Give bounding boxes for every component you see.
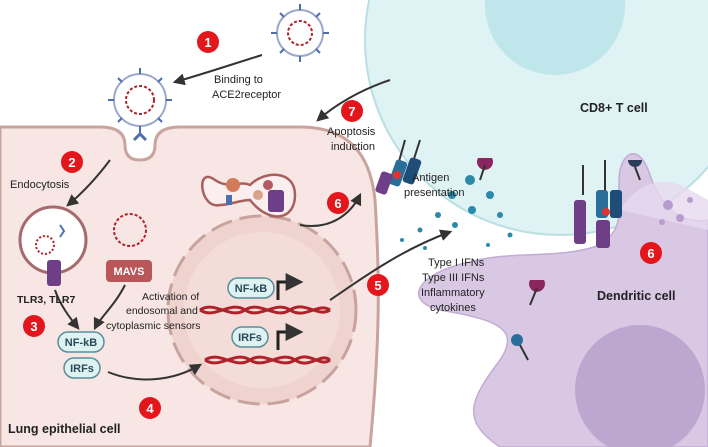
svg-text:NF-kB: NF-kB	[65, 337, 97, 349]
step-badge-1: 1	[197, 31, 219, 53]
mavs-box: MAVS	[106, 260, 152, 282]
label-cytokines-1: Type I IFNs	[428, 257, 485, 269]
lung-epithelial-cell	[0, 125, 380, 447]
label-cytokines-4: cytokines	[430, 302, 476, 314]
transcription-arrows	[276, 273, 304, 350]
svg-text:MAVS: MAVS	[114, 266, 145, 278]
tlr-receptor	[47, 260, 61, 286]
flow-arrows	[54, 54, 453, 381]
costimulatory-molecules	[477, 158, 642, 361]
step-badge-6-right: 6	[640, 242, 662, 264]
label-endocytosis: Endocytosis	[10, 179, 70, 191]
svg-text:4: 4	[146, 401, 154, 416]
cytokine-dots	[400, 175, 513, 250]
tcr-mhc-complex-left	[375, 139, 422, 195]
dendritic-cell	[418, 153, 708, 447]
irfs-pill-nucleus: IRFs	[231, 326, 269, 348]
irfs-pill-left: IRFs	[63, 357, 101, 379]
label-activation-1: Activation of	[142, 291, 199, 303]
label-lung-epithelial-cell: Lung epithelial cell	[8, 422, 121, 436]
virus-free	[271, 4, 329, 62]
step-badge-7: 7	[341, 100, 363, 122]
label-activation-3: cytoplasmic sensors	[106, 320, 201, 332]
step-badge-2: 2	[61, 151, 83, 173]
svg-text:2: 2	[68, 155, 75, 170]
svg-text:3: 3	[30, 319, 37, 334]
svg-text:5: 5	[374, 278, 381, 293]
virus-binding	[108, 68, 172, 142]
viral-rna-cytoplasm	[113, 213, 147, 247]
svg-text:IRFs: IRFs	[238, 332, 262, 344]
nfkb-pill-nucleus: NF-kB	[227, 277, 275, 299]
step-badge-3: 3	[23, 315, 45, 337]
svg-text:1: 1	[204, 35, 211, 50]
label-apoptosis-2: induction	[331, 141, 375, 153]
endosome	[18, 205, 88, 286]
step-badge-6-left: 6	[327, 192, 349, 214]
label-antigen-1: Antigen	[412, 172, 449, 184]
ace2-receptor	[132, 131, 148, 142]
tcr-mhc-complex-right	[574, 160, 622, 248]
label-cd8-t-cell: CD8+ T cell	[580, 101, 648, 115]
label-cytokines-2: Type III IFNs	[422, 272, 485, 284]
label-dendritic-cell: Dendritic cell	[597, 289, 676, 303]
svg-text:6: 6	[647, 246, 654, 261]
label-activation-2: endosomal and	[126, 305, 198, 317]
svg-text:6: 6	[334, 196, 341, 211]
label-receptors: TLR3, TLR7	[17, 294, 75, 306]
label-binding-1: Binding to	[214, 74, 263, 86]
label-binding-2: ACE2receptor	[212, 89, 281, 101]
svg-text:7: 7	[348, 104, 355, 119]
nfkb-pill-left: NF-kB	[57, 331, 105, 353]
step-badge-4: 4	[139, 397, 161, 419]
label-antigen-2: presentation	[404, 187, 465, 199]
apoptotic-body	[201, 173, 297, 218]
step-badge-5: 5	[367, 274, 389, 296]
label-cytokines-3: Inflammatory	[421, 287, 485, 299]
svg-text:NF-kB: NF-kB	[235, 283, 267, 295]
dna-strand-2	[204, 355, 331, 365]
svg-text:IRFs: IRFs	[70, 363, 94, 375]
label-apoptosis-1: Apoptosis	[327, 126, 376, 138]
dna-strand-1	[199, 305, 331, 315]
